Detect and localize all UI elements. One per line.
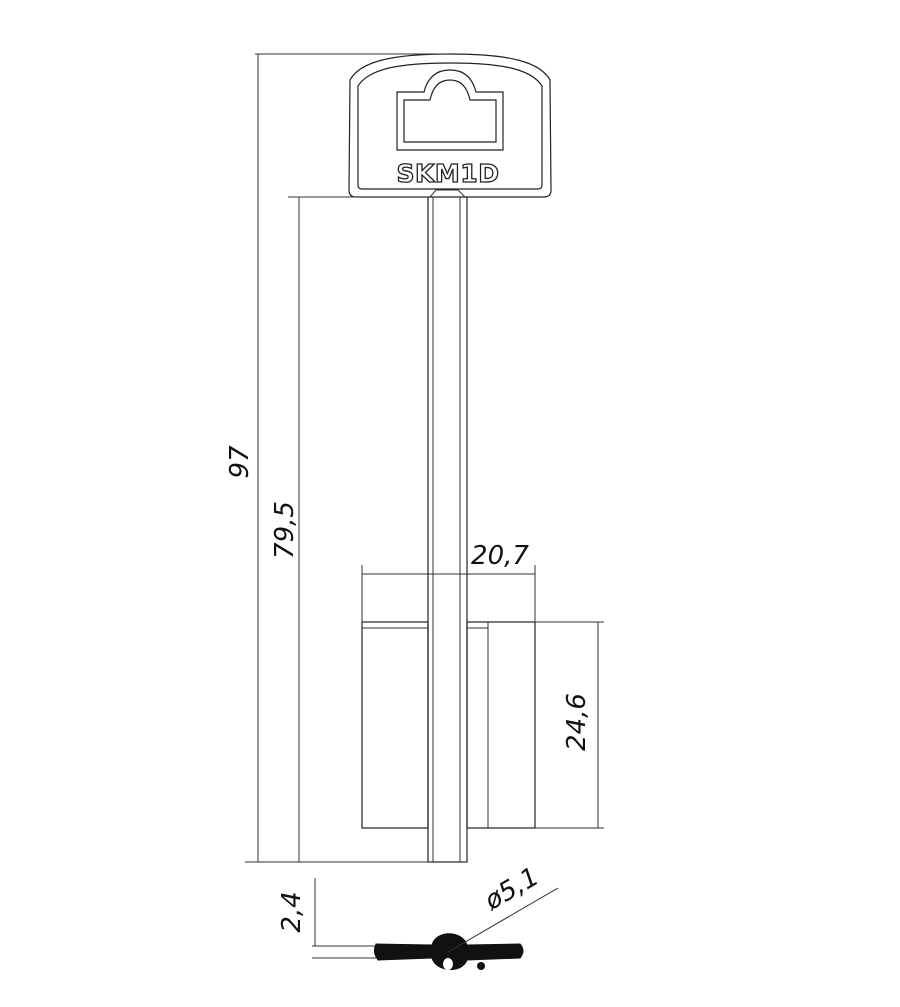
dimension-blade-length-label: 79,5 (270, 501, 300, 559)
key-bit-left (361, 621, 429, 829)
dimension-bit-height-label: 24,6 (562, 693, 592, 751)
dimension-shank-diameter: ø5,1 (447, 862, 559, 953)
key-head: SKM1D (348, 53, 552, 198)
key-bit-right (466, 621, 536, 829)
dimension-bit-height: 24,6 (535, 621, 604, 829)
head-cutout (396, 69, 504, 151)
dimension-blade-length: 79,5 (270, 196, 428, 862)
dimension-bit-width: 20,7 (361, 541, 536, 622)
dimension-profile-thickness-label: 2,4 (277, 891, 307, 932)
dimension-profile-thickness: 2,4 (277, 878, 376, 959)
dimension-total-length-label: 97 (225, 445, 255, 479)
dimension-bit-width-label: 20,7 (471, 541, 529, 571)
key-shank (427, 189, 468, 863)
dimension-total-length: 97 (225, 53, 467, 863)
brand-text: SKM1D (397, 159, 500, 188)
dimension-shank-diameter-label: ø5,1 (479, 862, 544, 917)
